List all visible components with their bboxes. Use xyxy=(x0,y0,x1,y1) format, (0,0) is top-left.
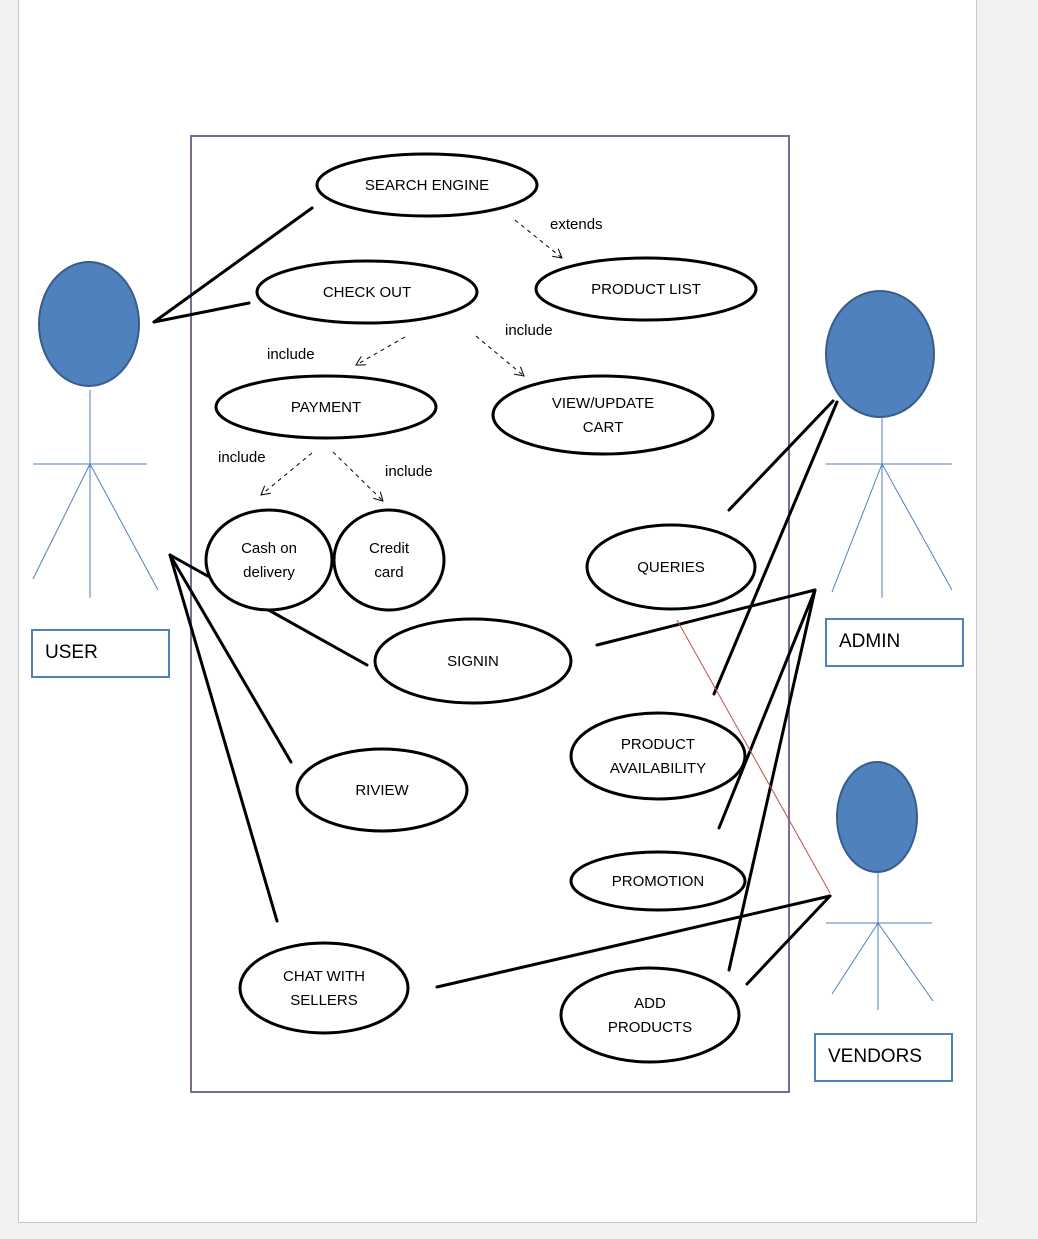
dep-extends-arrow xyxy=(514,219,562,258)
cash-on-delivery-label-line-1: Cash on xyxy=(241,540,297,557)
cash-on-delivery-ellipse xyxy=(204,508,334,612)
dependencies xyxy=(261,219,562,501)
product-list-label-line-1: PRODUCT LIST xyxy=(591,281,701,298)
include-view-cart-label: include xyxy=(505,322,553,339)
assoc-vendors-chat xyxy=(435,894,832,989)
actor-admin: ADMIN xyxy=(825,290,964,667)
view-update-cart-ellipse xyxy=(491,374,715,456)
check-out-label-line-1: CHECK OUT xyxy=(323,284,411,301)
system-boundary xyxy=(190,135,790,1093)
search-engine-label-line-1: SEARCH ENGINE xyxy=(365,177,489,194)
riview-ellipse xyxy=(295,747,469,833)
promotion-label-line-1: PROMOTION xyxy=(612,873,705,890)
product-list-ellipse xyxy=(534,256,758,322)
dep-include-cash-arrow xyxy=(261,452,313,495)
use-case-credit-card: Credit card xyxy=(332,508,446,612)
assoc-user-chat xyxy=(168,553,279,923)
use-case-cash-on-delivery: Cash on delivery xyxy=(204,508,334,612)
assoc-user-check-out xyxy=(152,301,251,324)
credit-card-label-line-2: card xyxy=(374,564,403,581)
use-case-payment: PAYMENT xyxy=(214,374,438,440)
chat-with-sellers-label-line-1: CHAT WITH xyxy=(283,968,365,985)
admin-label: ADMIN xyxy=(839,631,900,652)
cash-on-delivery-label-line-2: delivery xyxy=(243,564,295,581)
assoc-admin-promotion xyxy=(717,588,817,830)
payment-label-line-1: PAYMENT xyxy=(291,399,361,416)
admin-label-box xyxy=(825,618,964,667)
riview-label-line-1: RIVIEW xyxy=(355,782,409,799)
use-case-search-engine: SEARCH ENGINE xyxy=(315,152,539,218)
assoc-admin-queries xyxy=(727,399,835,512)
use-case-promotion: PROMOTION xyxy=(569,850,747,912)
include-payment-label: include xyxy=(267,346,315,363)
add-products-ellipse xyxy=(559,966,741,1064)
use-case-product-availability: PRODUCT AVAILABILITY xyxy=(569,711,747,801)
use-case-queries: QUERIES xyxy=(585,523,757,611)
search-engine-ellipse xyxy=(315,152,539,218)
view-update-cart-label-line-2: CART xyxy=(583,419,624,436)
extends-label: extends xyxy=(550,216,603,233)
use-case-check-out: CHECK OUT xyxy=(255,259,479,325)
signin-ellipse xyxy=(373,617,573,705)
product-availability-label-line-2: AVAILABILITY xyxy=(610,760,706,777)
vendors-label: VENDORS xyxy=(828,1046,922,1067)
user-head xyxy=(38,261,140,387)
use-case-product-list: PRODUCT LIST xyxy=(534,256,758,322)
use-case-add-products: ADD PRODUCTS xyxy=(559,966,741,1064)
use-case-signin: SIGNIN xyxy=(373,617,573,705)
vendors-label-box xyxy=(814,1033,953,1082)
include-credit-label: include xyxy=(385,463,433,480)
credit-card-ellipse xyxy=(332,508,446,612)
vendors-body xyxy=(826,872,934,1010)
admin-head xyxy=(825,290,935,418)
view-update-cart-label-line-1: VIEW/UPDATE xyxy=(552,395,654,412)
assoc-admin-signin xyxy=(595,588,817,647)
assoc-admin-product-availability xyxy=(712,400,839,696)
add-products-label-line-2: PRODUCTS xyxy=(608,1019,692,1036)
actor-user: USER xyxy=(31,261,170,678)
use-case-chat-with-sellers: CHAT WITH SELLERS xyxy=(238,941,410,1035)
assoc-user-riview xyxy=(168,553,293,764)
assoc-vendors-add-products xyxy=(745,894,832,986)
product-availability-label-line-1: PRODUCT xyxy=(621,736,695,753)
stray-red-line xyxy=(676,619,831,894)
chat-with-sellers-ellipse xyxy=(238,941,410,1035)
user-body xyxy=(32,390,159,598)
dep-include-payment-arrow xyxy=(356,336,406,365)
chat-with-sellers-label-line-2: SELLERS xyxy=(290,992,358,1009)
check-out-ellipse xyxy=(255,259,479,325)
dep-include-credit-arrow xyxy=(332,451,383,501)
assoc-admin-add-products xyxy=(727,588,817,972)
use-cases: SEARCH ENGINE CHECK OUT PRODUCT LIST PAYMEN… xyxy=(204,152,758,1064)
add-products-label-line-1: ADD xyxy=(634,995,666,1012)
dep-include-view-cart-arrow xyxy=(475,335,524,376)
credit-card-label-line-1: Credit xyxy=(369,540,410,557)
queries-ellipse xyxy=(585,523,757,611)
queries-label-line-1: QUERIES xyxy=(637,559,705,576)
admin-body xyxy=(826,418,953,598)
associations xyxy=(152,206,839,989)
user-label-box xyxy=(31,629,170,678)
assoc-user-search-engine xyxy=(152,206,314,324)
use-case-riview: RIVIEW xyxy=(295,747,469,833)
payment-ellipse xyxy=(214,374,438,440)
product-availability-ellipse xyxy=(569,711,747,801)
user-label: USER xyxy=(45,642,98,663)
use-case-view-update-cart: VIEW/UPDATE CART xyxy=(491,374,715,456)
actor-vendors: VENDORS xyxy=(814,761,953,1082)
signin-label-line-1: SIGNIN xyxy=(447,653,499,670)
vendors-head xyxy=(836,761,918,873)
include-cash-label: include xyxy=(218,449,266,466)
promotion-ellipse xyxy=(569,850,747,912)
